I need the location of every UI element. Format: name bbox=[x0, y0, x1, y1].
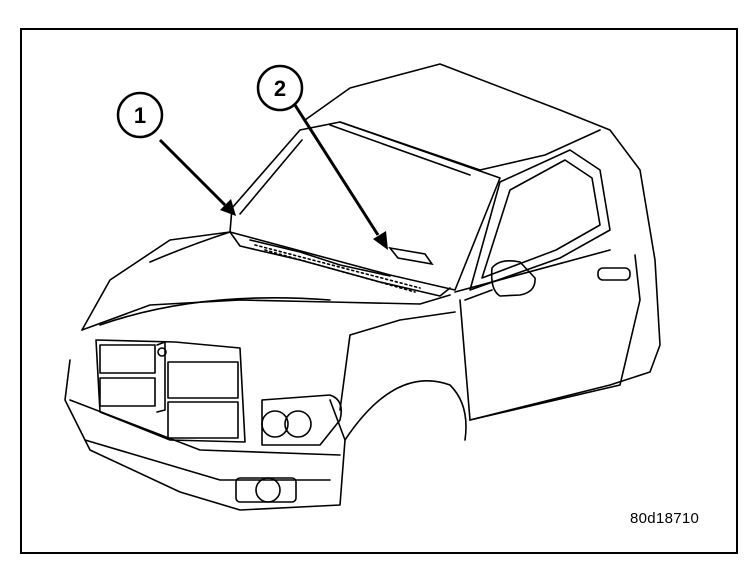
callout-2-leader bbox=[293, 104, 380, 236]
callout-2-number: 2 bbox=[274, 76, 286, 101]
part-code-label: 80d18710 bbox=[630, 510, 700, 527]
callout-1-arrowhead bbox=[220, 199, 236, 216]
truck-illustration bbox=[64, 63, 661, 511]
callout-1-leader bbox=[158, 138, 227, 207]
callout-2: 2 bbox=[256, 64, 304, 112]
callout-1: 1 bbox=[116, 91, 164, 139]
callout-2-arrowhead bbox=[373, 231, 388, 250]
callout-1-number: 1 bbox=[134, 103, 146, 128]
vin-plate bbox=[388, 246, 434, 266]
diagram-border bbox=[20, 28, 738, 554]
